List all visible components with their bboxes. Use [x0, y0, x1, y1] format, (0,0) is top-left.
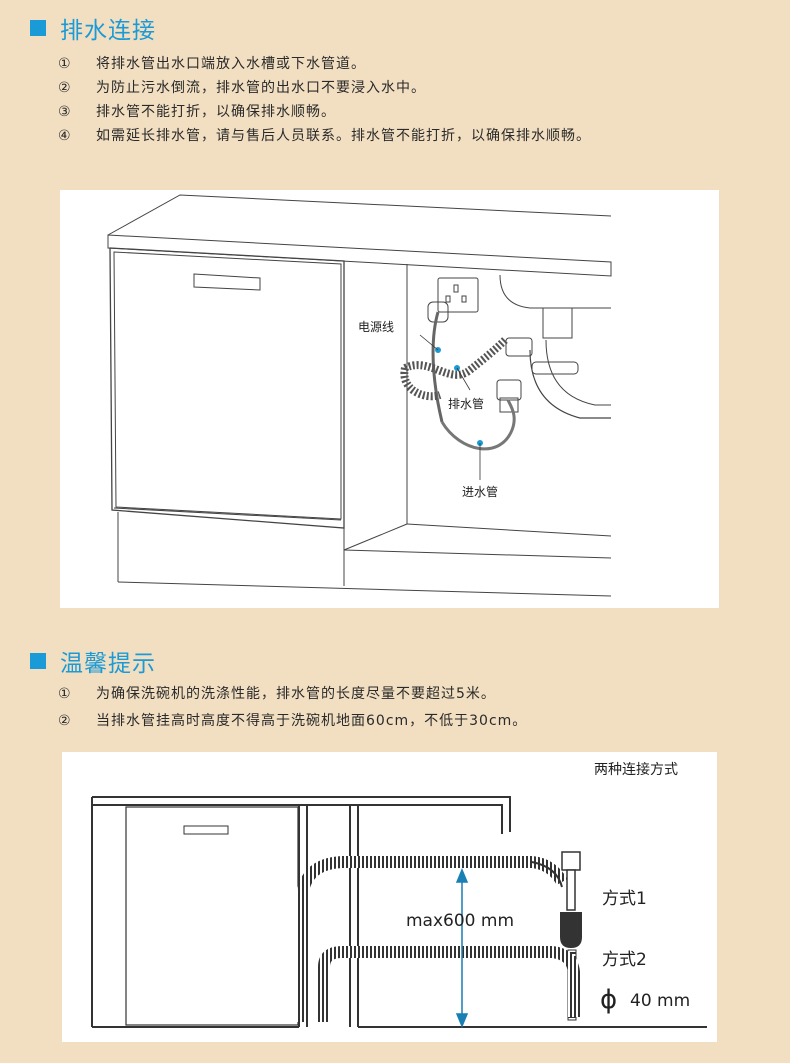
- label-inlet-hose: 进水管: [462, 484, 498, 499]
- square-bullet-icon: [30, 653, 46, 669]
- list-item: ① 将排水管出水口端放入水槽或下水管道。: [58, 54, 676, 75]
- max-height-label: max600 mm: [406, 911, 514, 931]
- item-text: 如需延长排水管，请与售后人员联系。排水管不能打折，以确保排水顺畅。: [96, 128, 591, 144]
- list-item: ② 为防止污水倒流，排水管的出水口不要浸入水中。: [58, 78, 676, 99]
- section-title-tips: 温馨提示: [30, 644, 156, 678]
- item-number: ②: [58, 80, 72, 96]
- label-power-cord: 电源线: [358, 320, 394, 334]
- item-number: ④: [58, 128, 72, 144]
- diagram-heading: 两种连接方式: [594, 761, 678, 778]
- diameter-symbol: ϕ: [600, 985, 617, 1015]
- dishwasher-cabinet-drawing: 电源线 排水管 进水管: [107, 194, 612, 597]
- connection-methods-diagram: 两种连接方式: [62, 752, 717, 1042]
- item-number: ①: [58, 686, 72, 702]
- section-title-drain-connection: 排水连接: [30, 11, 156, 45]
- item-text: 排水管不能打折，以确保排水顺畅。: [96, 104, 336, 120]
- drain-instructions-list: ① 将排水管出水口端放入水槽或下水管道。 ② 为防止污水倒流，排水管的出水口不要…: [58, 54, 676, 147]
- list-item: ④ 如需延长排水管，请与售后人员联系。排水管不能打折，以确保排水顺畅。: [58, 126, 676, 147]
- section-title-text: 排水连接: [60, 18, 156, 44]
- diameter-value: 40 mm: [630, 991, 690, 1011]
- item-text: 为防止污水倒流，排水管的出水口不要浸入水中。: [96, 80, 426, 96]
- method-2-label: 方式2: [602, 950, 647, 970]
- list-item: ① 为确保洗碗机的洗涤性能，排水管的长度尽量不要超过5米。: [58, 684, 676, 705]
- label-drain-hose: 排水管: [448, 396, 484, 411]
- item-number: ①: [58, 56, 72, 72]
- method-1-label: 方式1: [602, 889, 647, 909]
- list-item: ③ 排水管不能打折，以确保排水顺畅。: [58, 102, 676, 123]
- section-title-text: 温馨提示: [60, 651, 156, 677]
- item-text: 为确保洗碗机的洗涤性能，排水管的长度尽量不要超过5米。: [96, 686, 496, 702]
- item-text: 将排水管出水口端放入水槽或下水管道。: [96, 56, 366, 72]
- tips-list: ① 为确保洗碗机的洗涤性能，排水管的长度尽量不要超过5米。 ② 当排水管挂高时高…: [58, 684, 676, 732]
- item-number: ③: [58, 104, 72, 120]
- item-text: 当排水管挂高时高度不得高于洗碗机地面60cm，不低于30cm。: [96, 713, 528, 729]
- list-item: ② 当排水管挂高时高度不得高于洗碗机地面60cm，不低于30cm。: [58, 711, 676, 732]
- item-number: ②: [58, 713, 72, 729]
- installation-illustration: 电源线 排水管 进水管: [60, 190, 719, 608]
- square-bullet-icon: [30, 20, 46, 36]
- drain-height-drawing: 两种连接方式: [91, 761, 707, 1028]
